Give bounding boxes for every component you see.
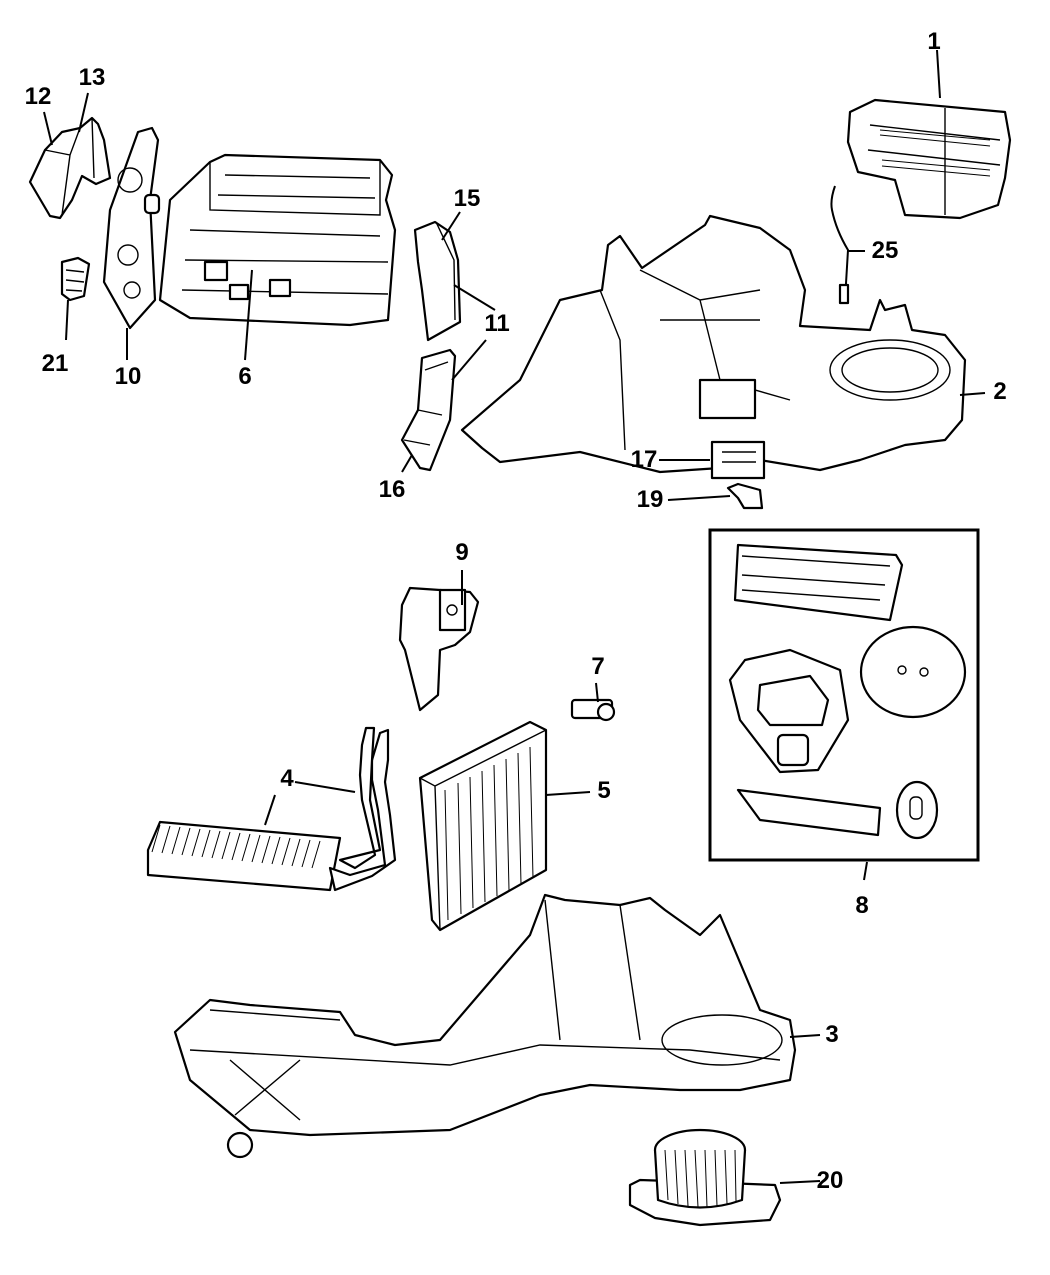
callout-6: 6 [238, 363, 252, 390]
part-bracket [398, 586, 480, 712]
callout-11: 9 [455, 539, 469, 566]
callout-21: 21 [41, 350, 69, 377]
callout-3: 3 [825, 1021, 839, 1048]
part-distribution-housing [158, 153, 397, 327]
part-upper-duct [413, 220, 462, 342]
callout-1: 1 [927, 28, 941, 55]
part-duct-elbow [28, 116, 112, 220]
part-wire-harness [830, 185, 850, 305]
callout-19: 17 [630, 446, 658, 473]
part-blower-resistor [710, 440, 766, 480]
leader-lines [43, 49, 986, 1184]
callout-10: 10 [114, 363, 142, 390]
part-actuator [60, 256, 91, 302]
part-blower-housing-upper [460, 214, 967, 474]
part-air-inlet-housing [846, 98, 1012, 220]
part-sensor [570, 698, 616, 722]
part-evaporator-core [418, 720, 548, 932]
part-lower-duct [400, 348, 457, 472]
callout-13: 12 [24, 83, 52, 110]
callout-15: 13 [78, 64, 106, 91]
part-blower-motor [628, 1128, 782, 1227]
callout-9: 20 [816, 1167, 844, 1194]
part-connector-clip [726, 482, 764, 510]
part-seal-kit [708, 528, 980, 862]
callout-7: 7 [591, 653, 605, 680]
part-actuator-plate [102, 126, 161, 330]
callout-2: 2 [993, 378, 1007, 405]
part-heater-core [146, 726, 397, 892]
callout-5: 5 [597, 777, 611, 804]
callout-17: 16 [378, 476, 406, 503]
callout-25: 25 [871, 237, 899, 264]
callout-4: 4 [280, 765, 294, 792]
callout-12: 11 [484, 310, 510, 337]
part-lower-housing-case [173, 893, 797, 1159]
callout-16: 15 [453, 185, 481, 212]
callout-8: 8 [855, 892, 869, 919]
callout-20: 19 [636, 486, 664, 513]
